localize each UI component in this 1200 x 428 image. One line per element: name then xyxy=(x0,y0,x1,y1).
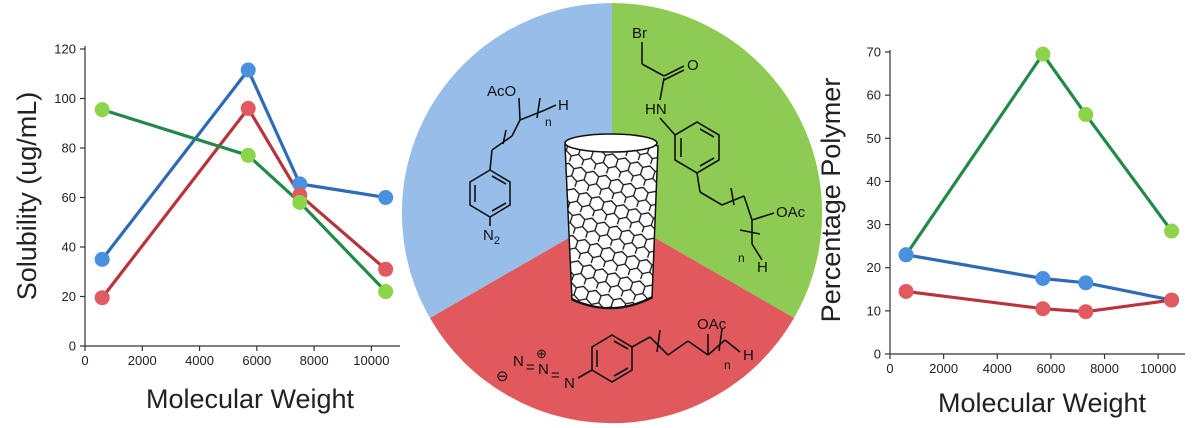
red-series-line xyxy=(905,289,1172,314)
red-series-line xyxy=(100,106,387,299)
y-tick-label: 40 xyxy=(62,240,76,255)
y-tick-label: 10 xyxy=(867,303,881,318)
y-tick-label: 100 xyxy=(54,91,76,106)
h-label: H xyxy=(558,97,569,114)
n-subscript: n xyxy=(724,358,731,372)
green-sector-labels: Br O HN OAc n H xyxy=(632,25,806,276)
carbon-nanotube-icon xyxy=(564,133,659,310)
green-series-line xyxy=(101,108,387,293)
n-subscript: n xyxy=(545,115,552,129)
green-data-point xyxy=(1164,223,1180,239)
y-tick-label: 80 xyxy=(62,141,76,156)
red-data-point xyxy=(240,100,256,116)
nanotube-polymer-diagram: AcO H n N2 Br xyxy=(401,2,823,424)
minus-charge: ⊖ xyxy=(496,368,509,385)
blue-data-point xyxy=(94,251,110,267)
blue-data-point xyxy=(1078,275,1094,291)
y-tick-label: 0 xyxy=(874,347,881,362)
axis-ticks: 0 2000 4000 6000 8000 10000 0 20 40 60 80 100 120 xyxy=(54,42,389,369)
y-tick-label: 20 xyxy=(62,289,76,304)
double-bond-2: = xyxy=(551,367,560,384)
green-data-point xyxy=(1078,107,1094,123)
o-label: O xyxy=(687,57,699,74)
series-lines xyxy=(100,68,387,299)
x-axis-title: Molecular Weight xyxy=(938,388,1147,418)
percentage-polymer-chart: 0 2000 4000 6000 8000 10000 0 10 20 30 40 50 60 70 Mo… xyxy=(816,45,1185,418)
series-lines xyxy=(904,52,1173,314)
x-tick-label: 8000 xyxy=(300,353,329,368)
axis-ticks: 0 2000 4000 6000 8000 10000 0 10 20 30 40 50 60 70 xyxy=(867,45,1177,377)
x-tick-label: 0 xyxy=(81,353,88,368)
blue-data-point xyxy=(292,176,308,192)
y-tick-label: 30 xyxy=(867,217,881,232)
hn-label: HN xyxy=(645,101,667,118)
green-data-point xyxy=(292,194,308,210)
series-points xyxy=(898,46,1180,320)
double-bond-1: = xyxy=(526,359,535,376)
red-data-point xyxy=(1078,304,1094,320)
x-tick-label: 6000 xyxy=(242,353,271,368)
oac-label: OAc xyxy=(776,204,806,221)
y-tick-label: 50 xyxy=(867,131,881,146)
blue-data-point xyxy=(240,62,256,78)
series-points xyxy=(94,62,394,306)
red-data-point xyxy=(94,290,110,306)
x-tick-label: 2000 xyxy=(929,361,958,376)
green-series-line xyxy=(904,52,1173,256)
y-tick-label: 120 xyxy=(54,42,76,57)
y-tick-label: 20 xyxy=(867,260,881,275)
red-data-point xyxy=(1164,292,1180,308)
n2-label: N2 xyxy=(483,227,500,247)
blue-series-line xyxy=(100,68,386,261)
green-sector-molecule xyxy=(641,42,775,261)
blue-sector xyxy=(401,2,612,318)
plus-charge: ⊕ xyxy=(536,346,547,361)
n-subscript: n xyxy=(738,251,745,265)
y-tick-label: 70 xyxy=(867,45,881,60)
x-axis-title: Molecular Weight xyxy=(146,384,355,414)
red-sector-molecule xyxy=(577,328,741,383)
x-tick-label: 4000 xyxy=(185,353,214,368)
aco-label: AcO xyxy=(487,83,516,100)
blue-data-point xyxy=(898,247,914,263)
red-data-point xyxy=(1035,301,1051,317)
n-atom-1: N xyxy=(513,353,524,370)
blue-data-point xyxy=(378,190,394,205)
x-tick-label: 2000 xyxy=(128,353,157,368)
red-data-point xyxy=(898,283,914,299)
x-tick-label: 8000 xyxy=(1090,361,1119,376)
x-tick-label: 6000 xyxy=(1036,361,1065,376)
x-tick-label: 4000 xyxy=(983,361,1012,376)
h-label: H xyxy=(757,259,768,276)
y-tick-label: 40 xyxy=(867,174,881,189)
oac-label: OAc xyxy=(697,316,727,333)
green-data-point xyxy=(240,147,256,163)
n-atom-2: N xyxy=(538,361,549,378)
h-label: H xyxy=(743,347,754,364)
red-sector xyxy=(430,213,794,424)
blue-sector-molecule xyxy=(469,97,557,226)
red-data-point xyxy=(378,261,394,277)
solubility-chart: 0 2000 4000 6000 8000 10000 0 20 40 60 80 100 120 Mo… xyxy=(12,42,400,414)
y-axis-title: Solubility (ug/mL) xyxy=(12,92,42,301)
y-tick-label: 60 xyxy=(62,190,76,205)
n-atom-3: N xyxy=(564,375,575,392)
br-label: Br xyxy=(632,25,647,42)
blue-data-point xyxy=(1035,271,1051,286)
y-tick-label: 60 xyxy=(867,88,881,103)
x-tick-label: 10000 xyxy=(353,353,389,368)
green-data-point xyxy=(1035,46,1051,62)
blue-sector-labels: AcO H n N2 xyxy=(483,83,569,247)
y-tick-label: 0 xyxy=(69,339,76,354)
x-tick-label: 10000 xyxy=(1140,361,1176,376)
red-sector-labels: OAc n H ⊖ N = N ⊕ = N xyxy=(496,316,754,392)
blue-series-line xyxy=(905,253,1172,302)
green-data-point xyxy=(94,102,110,118)
green-data-point xyxy=(378,284,394,300)
x-tick-label: 0 xyxy=(886,361,893,376)
